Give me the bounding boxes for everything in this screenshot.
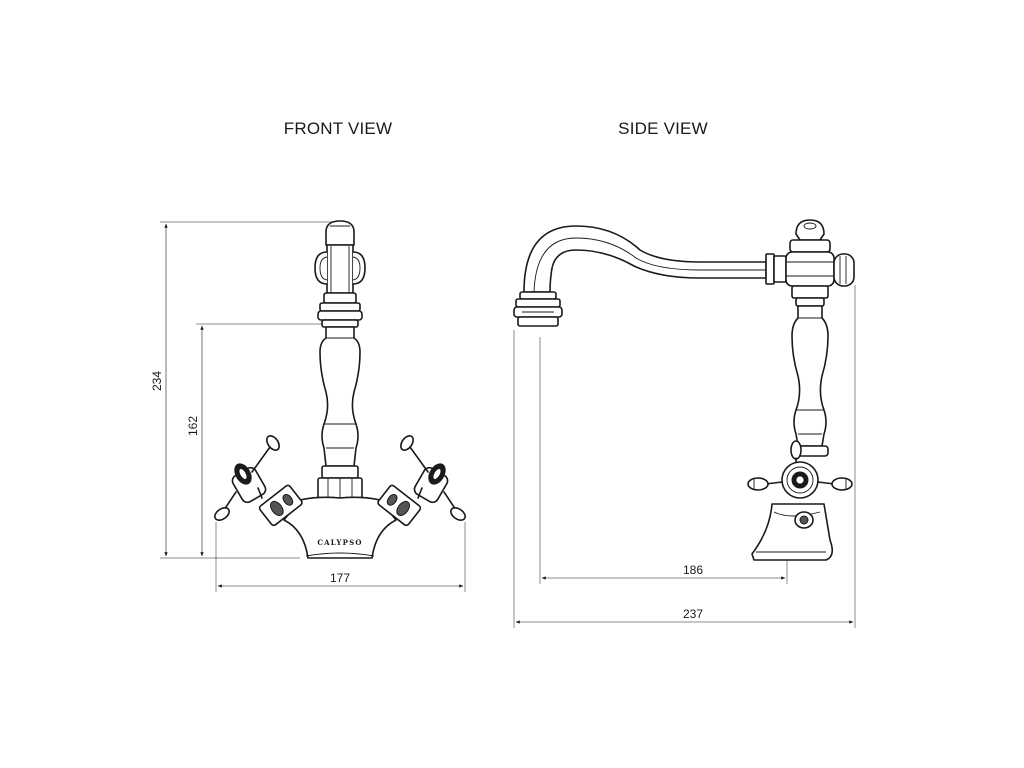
- front-spout: [314, 220, 366, 328]
- side-column: [791, 305, 829, 457]
- side-view-title: SIDE VIEW: [618, 119, 708, 138]
- front-base: CALYPSO: [283, 496, 397, 559]
- brand-label: CALYPSO: [317, 538, 362, 547]
- dim-front-width: 177: [215, 522, 466, 592]
- side-hub: [785, 219, 855, 307]
- front-view-title: FRONT VIEW: [284, 119, 392, 138]
- front-right-handle: [377, 435, 466, 527]
- dim-front-width-label: 177: [330, 571, 350, 585]
- dim-front-total-height-label: 234: [150, 371, 164, 391]
- dim-side-reach: 186: [539, 337, 788, 584]
- dim-front-spout-height-label: 162: [186, 416, 200, 436]
- dim-side-reach-label: 186: [683, 563, 703, 577]
- dim-side-total-depth-label: 237: [683, 607, 703, 621]
- front-column: [317, 326, 363, 499]
- dim-front-spout-height: 162: [186, 323, 322, 557]
- side-valve: [747, 440, 853, 561]
- dim-front-total-height: 234: [150, 221, 337, 559]
- front-view: 234 162 177: [150, 220, 466, 592]
- side-spout: [513, 225, 787, 327]
- dim-side-total-depth: 237: [513, 285, 856, 628]
- front-left-handle: [214, 435, 303, 527]
- side-view: 186 237: [513, 219, 856, 628]
